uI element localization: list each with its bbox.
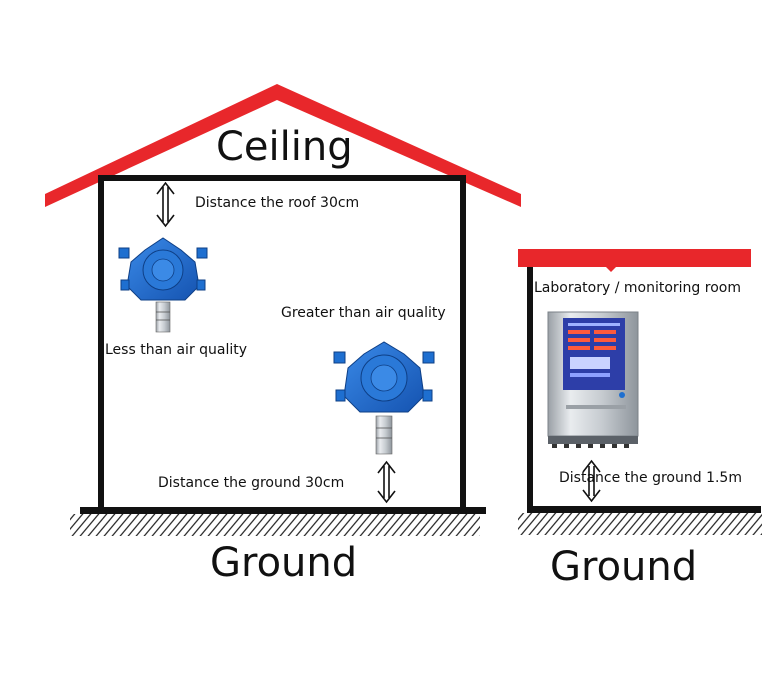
floor-line	[80, 507, 486, 514]
room-floor	[527, 506, 761, 513]
gas-detector-icon	[333, 341, 435, 455]
ground-distance-arrow	[377, 460, 396, 504]
room-roof	[518, 249, 751, 267]
alarm-controller-icon	[547, 311, 639, 448]
room-ground-hatch	[518, 513, 762, 535]
left-wall	[98, 175, 104, 510]
right-ground-label: Ground	[550, 544, 698, 590]
left-house	[45, 84, 521, 536]
right-room	[518, 249, 762, 535]
right-wall	[460, 175, 466, 510]
room-ground-distance-arrow	[582, 459, 601, 503]
roof-distance-label: Distance the roof 30cm	[195, 195, 360, 211]
ground-hatch	[70, 514, 480, 536]
lighter-gas-label: Less than air quality	[105, 342, 248, 358]
ceiling-label: Ceiling	[216, 124, 353, 170]
room-ground-distance-label: Distance the ground 1.5m	[559, 470, 742, 486]
roof-tip	[606, 267, 616, 272]
room-wall	[527, 267, 533, 510]
ceiling-line	[98, 175, 466, 181]
left-ground-label: Ground	[210, 540, 358, 586]
room-label: Laboratory / monitoring room	[534, 280, 741, 296]
heavier-gas-label: Greater than air quality	[281, 305, 446, 321]
ground-distance-label: Distance the ground 30cm	[158, 475, 345, 491]
gas-detector-icon	[118, 237, 208, 333]
roof-distance-arrow	[156, 181, 175, 228]
